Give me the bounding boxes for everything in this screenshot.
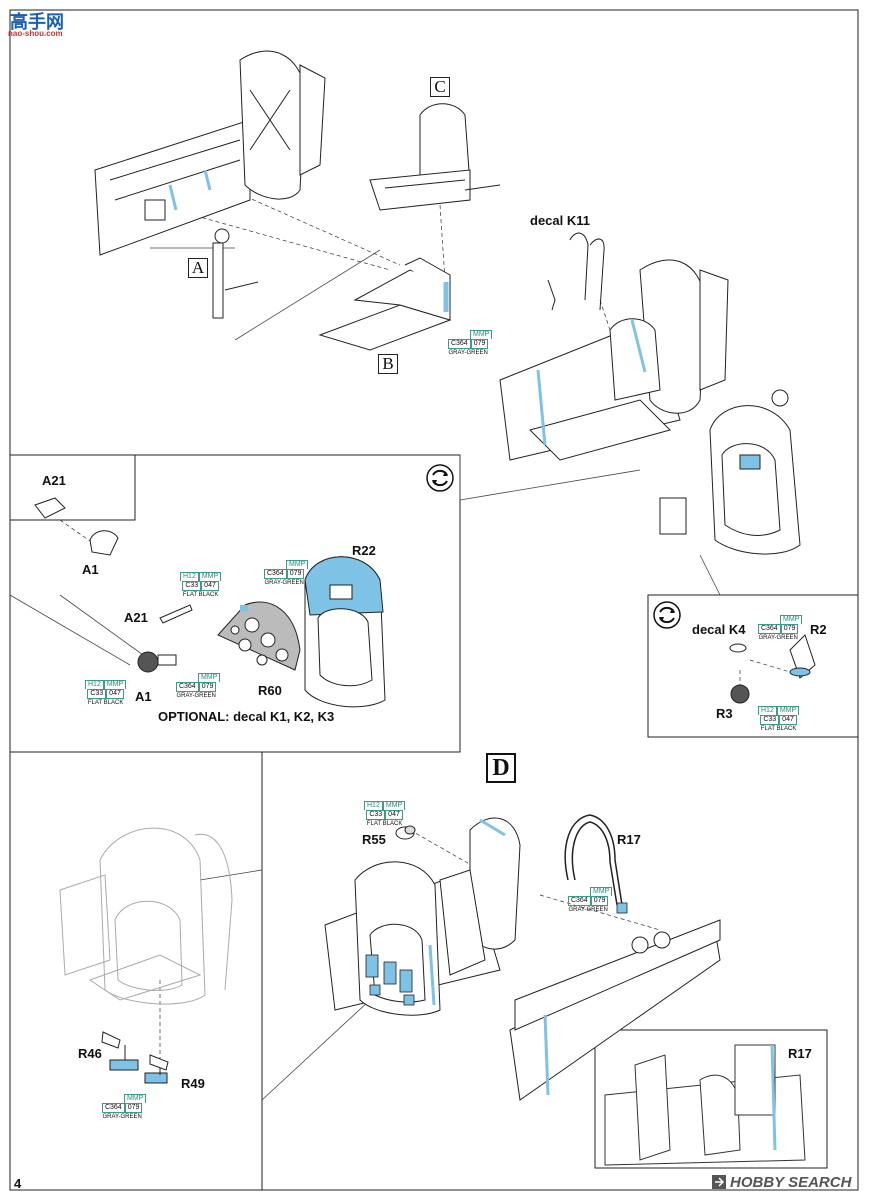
faded-cockpit-reference xyxy=(59,827,233,1005)
panel-optional-frame xyxy=(10,454,461,753)
part-r2-r3 xyxy=(729,634,816,704)
label-r17-inset: R17 xyxy=(788,1046,812,1061)
step-box-c: C xyxy=(430,77,450,97)
label-r49: R49 xyxy=(181,1076,205,1091)
step-box-a: A xyxy=(188,258,208,278)
part-control-column xyxy=(212,228,259,319)
panel-a21-frame xyxy=(10,455,136,521)
watermark-top-url: nao-shou.com xyxy=(8,29,63,38)
part-armour-plate xyxy=(659,389,801,555)
label-optional-decals: OPTIONAL: decal K1, K2, K3 xyxy=(158,709,335,724)
label-r2: R2 xyxy=(810,622,827,637)
part-a1-gunsight xyxy=(137,604,193,673)
part-instrument-panel xyxy=(217,601,301,671)
label-r3: R3 xyxy=(716,706,733,721)
blue-highlights-d xyxy=(365,954,415,1006)
part-a21-a1-small xyxy=(34,497,119,556)
part-cockpit-floor xyxy=(318,257,452,351)
part-seat xyxy=(369,103,501,211)
label-r22: R22 xyxy=(352,543,376,558)
part-r55 xyxy=(395,825,416,840)
hobby-search-logo-mark xyxy=(712,1175,726,1189)
label-decal-k11: decal K11 xyxy=(530,213,590,228)
watermark-hobby-search: HOBBY SEARCH xyxy=(730,1174,852,1191)
label-a1-mid: A1 xyxy=(135,689,152,704)
step-box-d: D xyxy=(486,753,516,783)
panel-inset-frame xyxy=(594,1029,828,1169)
label-a1-top: A1 xyxy=(82,562,99,577)
part-harness xyxy=(547,232,605,311)
part-r17 xyxy=(564,814,623,906)
part-r46-r49 xyxy=(101,1031,169,1084)
step-box-b: B xyxy=(378,354,398,374)
page-number: 4 xyxy=(14,1176,22,1191)
label-a21-top: A21 xyxy=(42,473,66,488)
label-r46: R46 xyxy=(78,1046,102,1061)
rotate-view-icon-k4 xyxy=(653,601,681,629)
panel-bottom-left-frame xyxy=(10,751,263,1190)
label-r17-main: R17 xyxy=(617,832,641,847)
label-decal-k4: decal K4 xyxy=(692,622,746,637)
inset-detail-drawing xyxy=(604,1044,806,1166)
part-r22-plate xyxy=(304,556,386,708)
rotate-view-icon xyxy=(426,464,454,492)
cockpit-frame-top xyxy=(94,50,326,256)
label-r60: R60 xyxy=(258,683,282,698)
watermark-top-logo: 高手网 xyxy=(10,12,64,32)
label-r55: R55 xyxy=(362,832,386,847)
panel-decal-k4-frame xyxy=(647,594,859,738)
assembled-cockpit-top xyxy=(499,259,729,461)
label-a21-mid: A21 xyxy=(124,610,148,625)
